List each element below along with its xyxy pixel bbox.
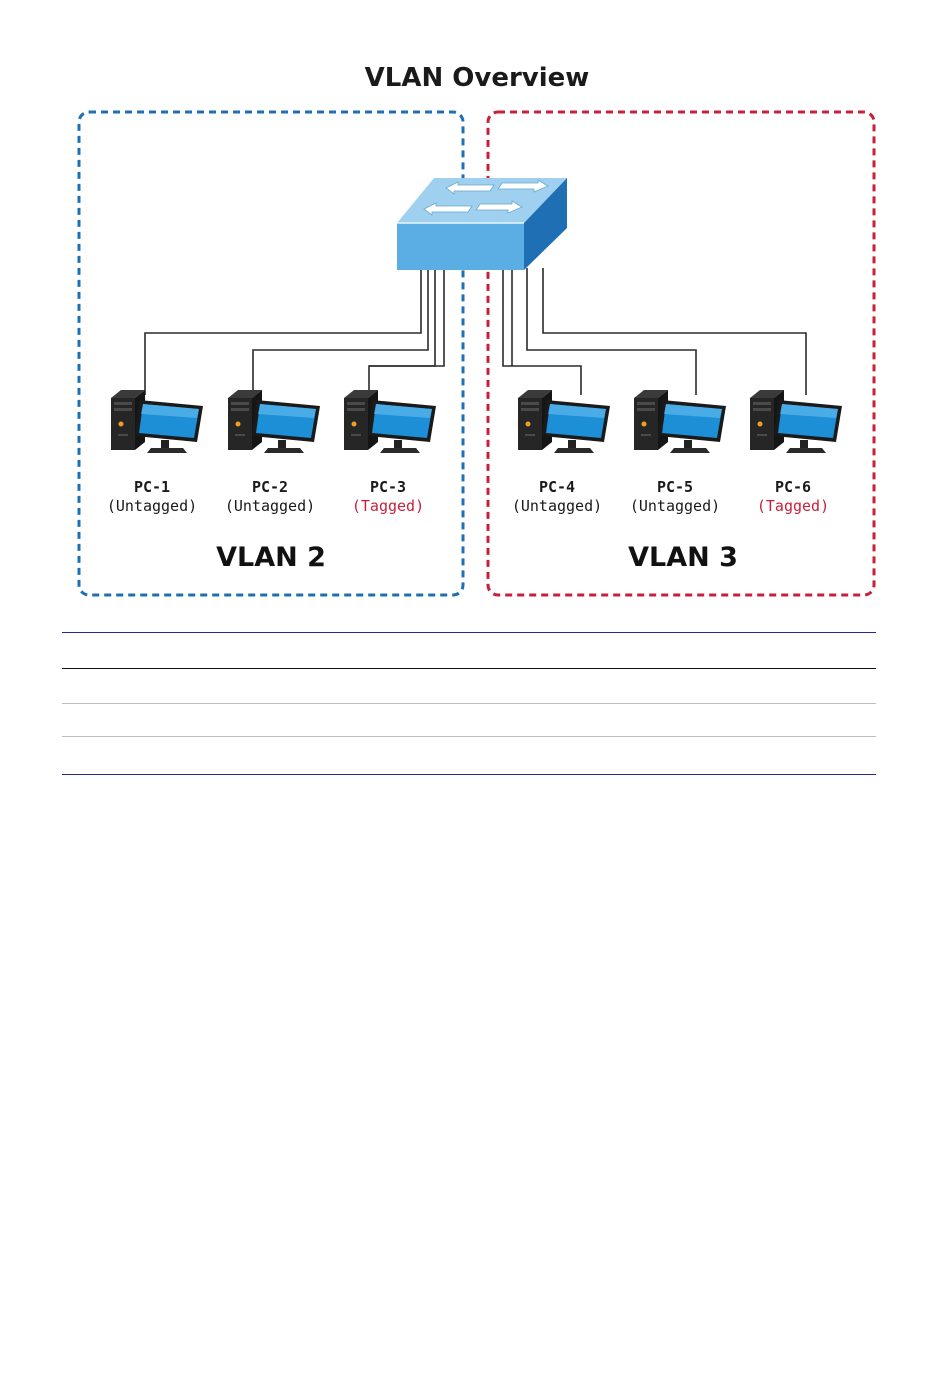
pc-icon: [344, 390, 436, 453]
pc-mode: (Untagged): [107, 497, 197, 515]
pc-name: PC-5: [657, 478, 693, 496]
pc-name: PC-3: [370, 478, 406, 496]
pc-mode: (Untagged): [225, 497, 315, 515]
vlan-2-boundary: [79, 112, 463, 595]
pc-name: PC-1: [134, 478, 170, 496]
network-switch-icon: [397, 178, 567, 270]
table-row-divider: [62, 736, 876, 737]
pc-mode: (Tagged): [757, 497, 829, 515]
vlan-2-label: VLAN 2: [216, 542, 326, 573]
pc-icon: [111, 390, 203, 453]
pc-mode: (Tagged): [352, 497, 424, 515]
pc-icon: [518, 390, 610, 453]
vlan-3-label: VLAN 3: [628, 542, 738, 573]
table-row-divider: [62, 703, 876, 704]
pc-icon: [228, 390, 320, 453]
network-cables: [145, 268, 806, 395]
pc-mode: (Untagged): [630, 497, 720, 515]
pc-mode: (Untagged): [512, 497, 602, 515]
table-bottom-rule: [62, 774, 876, 775]
pc-name: PC-2: [252, 478, 288, 496]
pc-name: PC-4: [539, 478, 575, 496]
table-top-rule: [62, 632, 876, 633]
diagram-title: VLAN Overview: [365, 63, 590, 93]
pc-icon: [750, 390, 842, 453]
pc-icon: [634, 390, 726, 453]
vlan-overview-diagram: VLAN Overview PC-1 (Untagged) PC-2: [0, 0, 950, 620]
pc-name: PC-6: [775, 478, 811, 496]
table-header-rule: [62, 668, 876, 669]
